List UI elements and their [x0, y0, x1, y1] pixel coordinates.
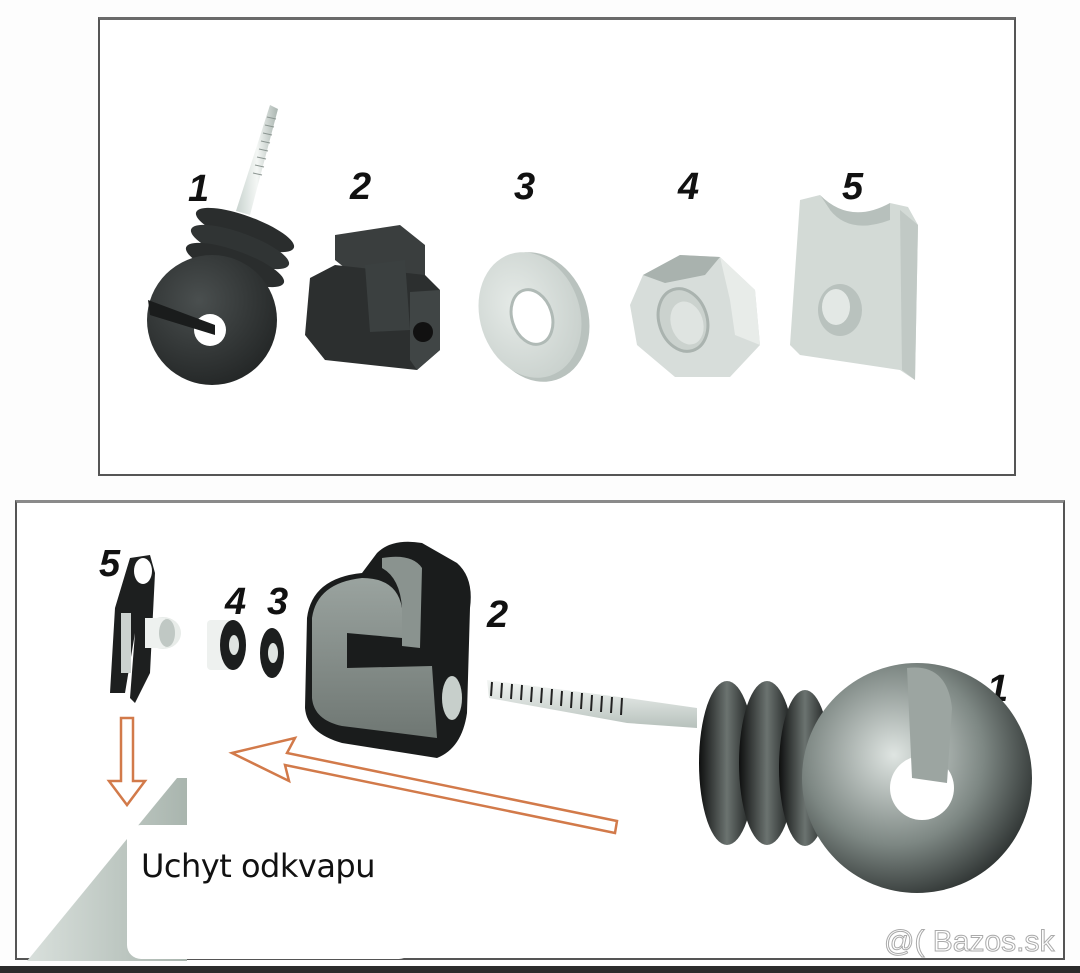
part-number-4: 4 [678, 166, 700, 208]
spring-clip-icon [110, 555, 181, 703]
part-number-1: 1 [188, 168, 210, 210]
hex-nut-icon [207, 620, 246, 670]
assembly-number-2: 2 [487, 594, 509, 636]
insulator-block-icon [305, 541, 471, 758]
direction-arrow-icon [106, 716, 619, 835]
washer-icon [478, 252, 590, 382]
assembly-number-3: 3 [267, 581, 289, 623]
caption-text: Uchyt odkvapu [141, 847, 376, 885]
part-number-5: 5 [842, 166, 864, 208]
part-number-3: 3 [514, 166, 536, 208]
ring-insulator-icon [147, 105, 295, 385]
bottom-bar [0, 966, 1080, 973]
assembly-panel: 5 4 3 2 1 [15, 500, 1065, 961]
washer-icon [260, 628, 284, 678]
insulator-block-icon [305, 225, 440, 370]
top-parts-panel: 1 2 3 4 5 [98, 17, 1016, 476]
caption-box: Uchyt odkvapu [127, 825, 413, 959]
ring-insulator-icon [487, 663, 1032, 893]
assembly-number-5: 5 [99, 543, 121, 585]
hex-nut-icon [630, 255, 760, 377]
part-number-2: 2 [350, 166, 372, 208]
watermark: @( Bazos.sk [884, 925, 1055, 959]
assembly-number-4: 4 [225, 581, 247, 623]
spring-clip-icon [790, 195, 918, 380]
